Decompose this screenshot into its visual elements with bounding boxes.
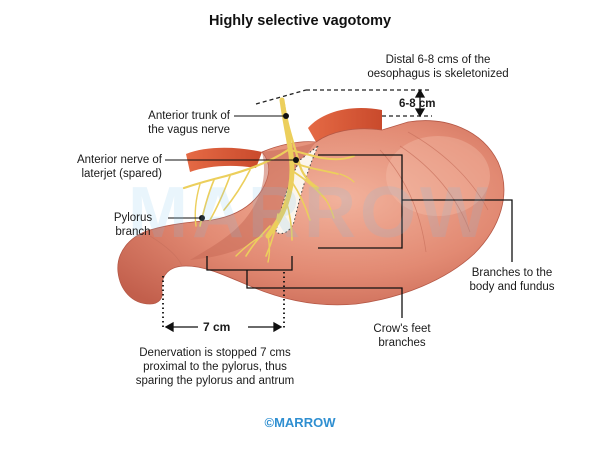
label-6-8-cm: 6-8 cm: [399, 98, 436, 110]
watermark: MARROW: [128, 173, 492, 253]
label-distal-oesophagus: Distal 6-8 cms of the oesophagus is skel…: [367, 54, 509, 80]
label-denervation-note: Denervation is stopped 7 cms proximal to…: [135, 347, 295, 387]
label-anterior-trunk: Anterior trunk of the vagus nerve: [148, 110, 230, 136]
stomach-body: [117, 120, 505, 306]
diagram-title: Highly selective vagotomy: [208, 13, 392, 29]
label-crows-feet: Crow's feet branches: [373, 323, 431, 349]
label-pylorus-branch: Pylorus branch: [113, 212, 153, 238]
label-laterjet-nerve: Anterior nerve of laterjet (spared): [76, 154, 162, 180]
label-7-cm: 7 cm: [203, 320, 231, 334]
marrow-logo: ©MARROW: [264, 415, 336, 430]
oesophagus-cut-surface: [308, 108, 382, 142]
label-branches-body-fundus: Branches to the body and fundus: [469, 267, 555, 293]
